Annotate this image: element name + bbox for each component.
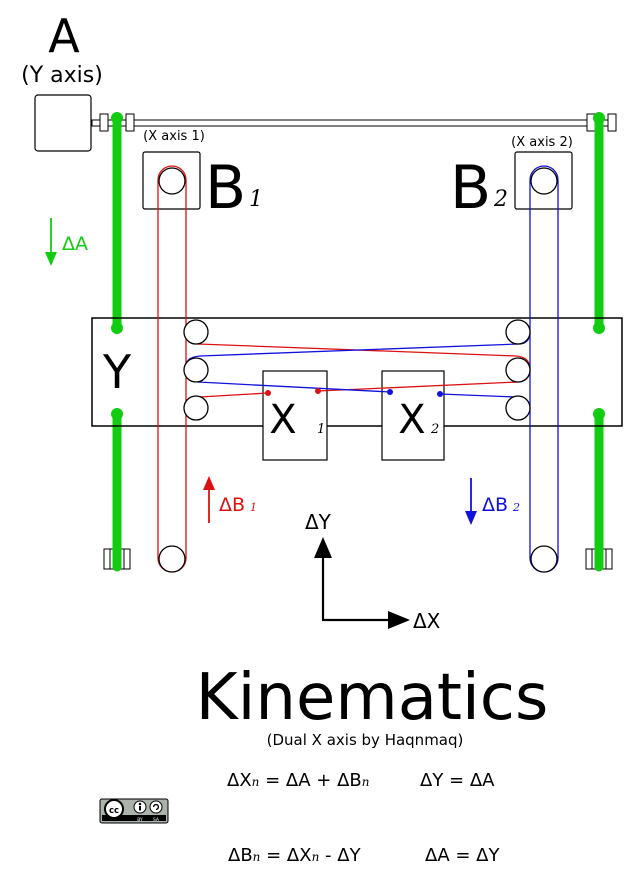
y-carriage	[91, 317, 623, 427]
y-carriage-label: Y	[102, 345, 132, 399]
delta-a-arrow	[45, 218, 57, 266]
x2-label: X	[398, 397, 425, 443]
by-label: BY	[137, 817, 143, 823]
axes-arrows	[321, 553, 392, 622]
delta-b1-label: ΔB	[219, 494, 245, 516]
title: Kinematics	[196, 661, 549, 735]
x1-subscript: 1	[317, 422, 325, 437]
x-axis-2-label: (X axis 2)	[511, 135, 573, 150]
top-rod	[91, 113, 617, 132]
sa-label: SA	[153, 817, 160, 823]
delta-b2-subscript: 2	[512, 501, 520, 514]
y-belts	[112, 113, 604, 572]
delta-b2-label: ΔB	[482, 494, 508, 516]
delta-y-axis-label: ΔY	[305, 510, 332, 534]
subtitle: (Dual X axis by Haqnmaq)	[267, 731, 464, 749]
equation-4: ΔA = ΔY	[425, 845, 500, 866]
equation-3: ΔBn = ΔXn - ΔY	[228, 845, 362, 866]
belt-clamps	[111, 112, 605, 420]
pulleys	[158, 167, 558, 573]
cc-icon: cc	[109, 806, 119, 816]
motor-b1-subscript: 1	[249, 187, 263, 212]
delta-b1-subscript: 1	[250, 501, 257, 514]
x2-subscript: 2	[430, 422, 439, 437]
belt-anchors	[265, 388, 443, 397]
motor-b1-box	[142, 151, 201, 210]
delta-b1-arrow	[203, 476, 215, 523]
motor-b2-box	[514, 151, 573, 210]
delta-b2-arrow	[465, 478, 477, 525]
motor-b2-subscript: 2	[493, 187, 508, 212]
motor-a-sublabel: (Y axis)	[21, 63, 103, 88]
by-person-icon	[138, 802, 142, 806]
x1-label: X	[269, 397, 296, 443]
sa-icon	[152, 803, 160, 811]
y-arrowhead	[314, 537, 332, 558]
x-axis-1-label: (X axis 1)	[143, 129, 205, 144]
cc-by-sa-badge[interactable]: cc BY SA	[99, 798, 169, 824]
motor-a-label: A	[48, 9, 80, 63]
delta-a-label: ΔA	[62, 233, 88, 255]
equation-1: ΔXn = ΔA + ΔBn	[227, 770, 369, 791]
equation-2: ΔY = ΔA	[420, 770, 495, 791]
motor-a-box	[34, 94, 92, 152]
motor-b2-label: B	[450, 153, 491, 223]
motor-b1-label: B	[205, 153, 246, 223]
delta-x-axis-label: ΔX	[413, 609, 441, 633]
x-arrowhead	[388, 611, 410, 629]
